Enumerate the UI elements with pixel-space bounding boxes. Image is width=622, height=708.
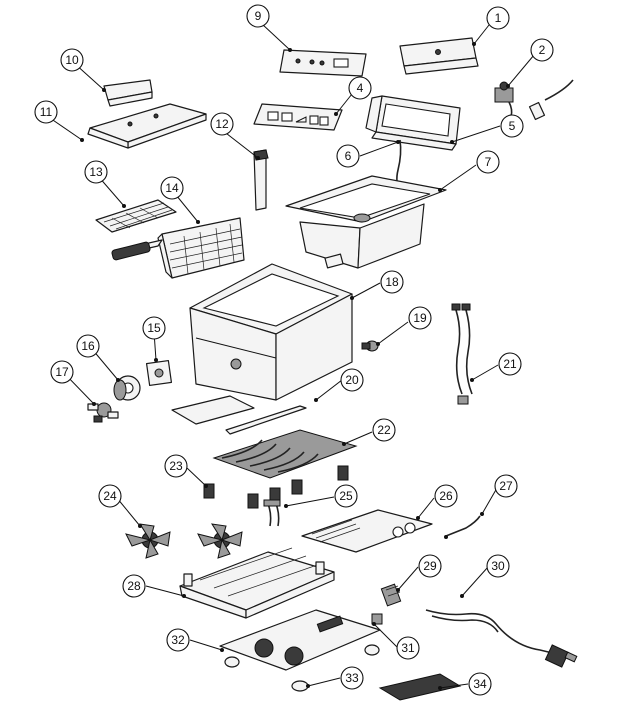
svg-text:34: 34 [473,677,487,691]
part-12-post [253,149,269,211]
part-7-tank [285,175,447,269]
svg-text:32: 32 [171,633,185,647]
callout-26: 26 [434,484,458,508]
callout-19: 19 [408,306,432,330]
part-24-fans [125,523,243,559]
part-30-power-cord [425,609,578,668]
callout-21: 21 [498,352,522,376]
svg-text:23: 23 [169,459,183,473]
callout-29: 29 [418,554,442,578]
part-14-fry-basket [111,217,245,279]
svg-text:29: 29 [423,559,437,573]
part-13-grid [95,199,177,233]
svg-text:20: 20 [345,373,359,387]
part-26-pcb [301,509,433,553]
svg-text:30: 30 [491,559,505,573]
bottom-sheet [171,395,255,425]
power-lead [528,79,574,121]
part-33-foot [291,680,309,692]
callout-5: 5 [500,114,524,138]
svg-text:9: 9 [255,9,262,23]
svg-text:14: 14 [165,181,179,195]
part-22-heater [212,429,358,479]
callout-10: 10 [60,48,84,72]
callout-13: 13 [84,160,108,184]
svg-text:11: 11 [40,105,53,119]
part-21-wire-harness [451,303,473,405]
callout-16: 16 [76,334,100,358]
svg-text:1: 1 [495,11,502,25]
part-34-filter [378,673,462,701]
svg-text:28: 28 [127,579,141,593]
svg-text:33: 33 [345,671,359,685]
callout-30: 30 [486,554,510,578]
part-11-lid-plate [87,103,207,149]
callout-17: 17 [50,360,74,384]
part-10-handle-cap [103,79,153,107]
part-1-bracket [399,37,479,75]
part-19-grommet [361,340,379,352]
part-29-relay [380,583,402,607]
svg-text:19: 19 [413,311,427,325]
part-32-feet [224,644,380,668]
svg-text:24: 24 [103,489,117,503]
part-4-display-panel [253,103,343,131]
svg-text:17: 17 [55,365,69,379]
callout-11: 11 [34,100,58,124]
callout-27: 27 [494,474,518,498]
part-23-springs [203,465,349,509]
callout-2: 2 [530,38,554,62]
part-27-probe [444,515,481,539]
callout-32: 32 [166,628,190,652]
callout-25: 25 [334,484,358,508]
svg-text:22: 22 [377,423,391,437]
part-25-sensor [263,499,281,527]
svg-text:5: 5 [509,119,516,133]
svg-text:18: 18 [385,275,399,289]
callout-28: 28 [122,574,146,598]
callout-1: 1 [486,6,510,30]
part-31-bottom-cover [219,609,383,671]
leader-lines [46,23,535,690]
callout-15: 15 [142,316,166,340]
svg-text:26: 26 [439,489,453,503]
part-18-housing [189,263,353,401]
callout-20: 20 [340,368,364,392]
callout-7: 7 [476,150,500,174]
callout-22: 22 [372,418,396,442]
svg-text:21: 21 [503,357,517,371]
part-15-gasket [145,359,173,387]
callout-9: 9 [246,4,270,28]
svg-text:12: 12 [215,117,229,131]
svg-text:27: 27 [499,479,513,493]
callout-33: 33 [340,666,364,690]
svg-text:15: 15 [147,321,161,335]
callout-31: 31 [396,636,420,660]
part-20-strip [225,405,307,435]
part-28-base-tray [179,547,335,619]
svg-text:31: 31 [401,641,415,655]
callout-12: 12 [210,112,234,136]
callout-14: 14 [160,176,184,200]
svg-text:2: 2 [539,43,546,57]
callout-4: 4 [348,76,372,100]
svg-text:7: 7 [485,155,492,169]
callout-18: 18 [380,270,404,294]
part-5-control-box [365,95,461,151]
svg-text:4: 4 [357,81,364,95]
svg-text:13: 13 [89,165,103,179]
callout-6: 6 [336,144,360,168]
part-9-label-plate [279,49,367,77]
callout-34: 34 [468,672,492,696]
part-16-knob [113,375,141,401]
part-17-switch [87,402,119,423]
part-2-thermostat [494,81,514,117]
svg-text:10: 10 [65,53,79,67]
callout-24: 24 [98,484,122,508]
svg-text:25: 25 [339,489,353,503]
callout-23: 23 [164,454,188,478]
svg-text:6: 6 [345,149,352,163]
svg-text:16: 16 [81,339,95,353]
